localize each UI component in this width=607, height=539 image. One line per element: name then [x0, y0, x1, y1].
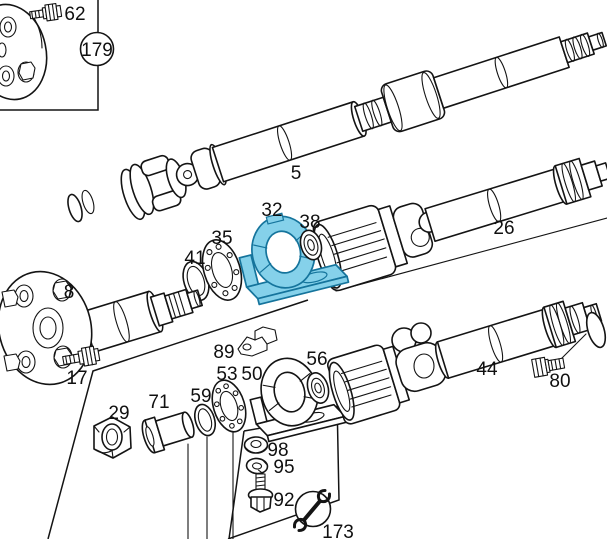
part-label-92[interactable]: 92: [273, 490, 294, 511]
center-bearing-mount-50: [249, 357, 348, 443]
part-label-173[interactable]: 173: [322, 522, 354, 539]
ball-bearing-53: [211, 379, 247, 433]
part-label-5[interactable]: 5: [291, 163, 302, 184]
flex-disc-8: [0, 270, 93, 386]
part-label-29[interactable]: 29: [108, 403, 129, 424]
part-label-95[interactable]: 95: [273, 457, 294, 478]
part-labels: 62 179 5 32 38 35 41 26 8 17 89 53 50 56…: [64, 4, 571, 539]
part-label-62[interactable]: 62: [64, 4, 85, 25]
part-label-8[interactable]: 8: [64, 282, 75, 303]
washer-98: [243, 436, 269, 454]
ball-bearing-35: [201, 239, 243, 301]
grommet-56: [306, 372, 330, 404]
bolt-92: [247, 473, 274, 513]
leader-line-shaft-26: [335, 217, 607, 292]
part-label-50[interactable]: 50: [241, 364, 262, 385]
leader-line-80: [560, 333, 587, 360]
bolt-62: [29, 2, 63, 22]
flex-disc-detail: [0, 3, 48, 101]
shaft-8-tube: [81, 288, 204, 353]
part-label-17[interactable]: 17: [66, 368, 87, 389]
part-label-35[interactable]: 35: [211, 228, 232, 249]
part-label-26[interactable]: 26: [493, 218, 514, 239]
part-label-89[interactable]: 89: [213, 342, 234, 363]
rear-flange-44: [585, 311, 607, 349]
part-label-98[interactable]: 98: [267, 440, 288, 461]
rear-propshaft-44: [391, 300, 607, 393]
open-end-wrench-icon: [292, 489, 332, 532]
part-label-71[interactable]: 71: [148, 392, 169, 413]
part-label-32[interactable]: 32: [261, 200, 282, 221]
front-propshaft-5: [120, 31, 607, 221]
tool-badge-173[interactable]: [292, 489, 332, 532]
part-label-38[interactable]: 38: [299, 212, 320, 233]
part-label-56[interactable]: 56: [306, 349, 327, 370]
part-label-80[interactable]: 80: [549, 371, 570, 392]
bolt-17: [62, 345, 101, 367]
part-label-59[interactable]: 59: [190, 386, 211, 407]
center-bearing-mount-32-highlighted[interactable]: [231, 202, 350, 307]
part-label-179[interactable]: 179: [81, 40, 113, 61]
part-label-44[interactable]: 44: [476, 359, 498, 380]
lock-washer-95: [245, 457, 269, 475]
part-label-41[interactable]: 41: [184, 248, 205, 269]
front-flange-ring: [67, 193, 83, 223]
sleeve-71: [141, 411, 195, 454]
bolt-80: [531, 356, 566, 378]
splined-coupling-44: [327, 344, 411, 425]
rear-propshaft-26: [312, 157, 607, 292]
front-flange-ring-2: [81, 189, 95, 215]
clamp-bracket-89: [237, 326, 278, 357]
detail-group-badge-179[interactable]: [79, 31, 115, 67]
nut-29: [93, 416, 132, 459]
grommet-38: [299, 229, 323, 261]
ring-59: [193, 403, 217, 437]
part-label-53[interactable]: 53: [216, 364, 237, 385]
lower-detail-box: [47, 299, 309, 539]
